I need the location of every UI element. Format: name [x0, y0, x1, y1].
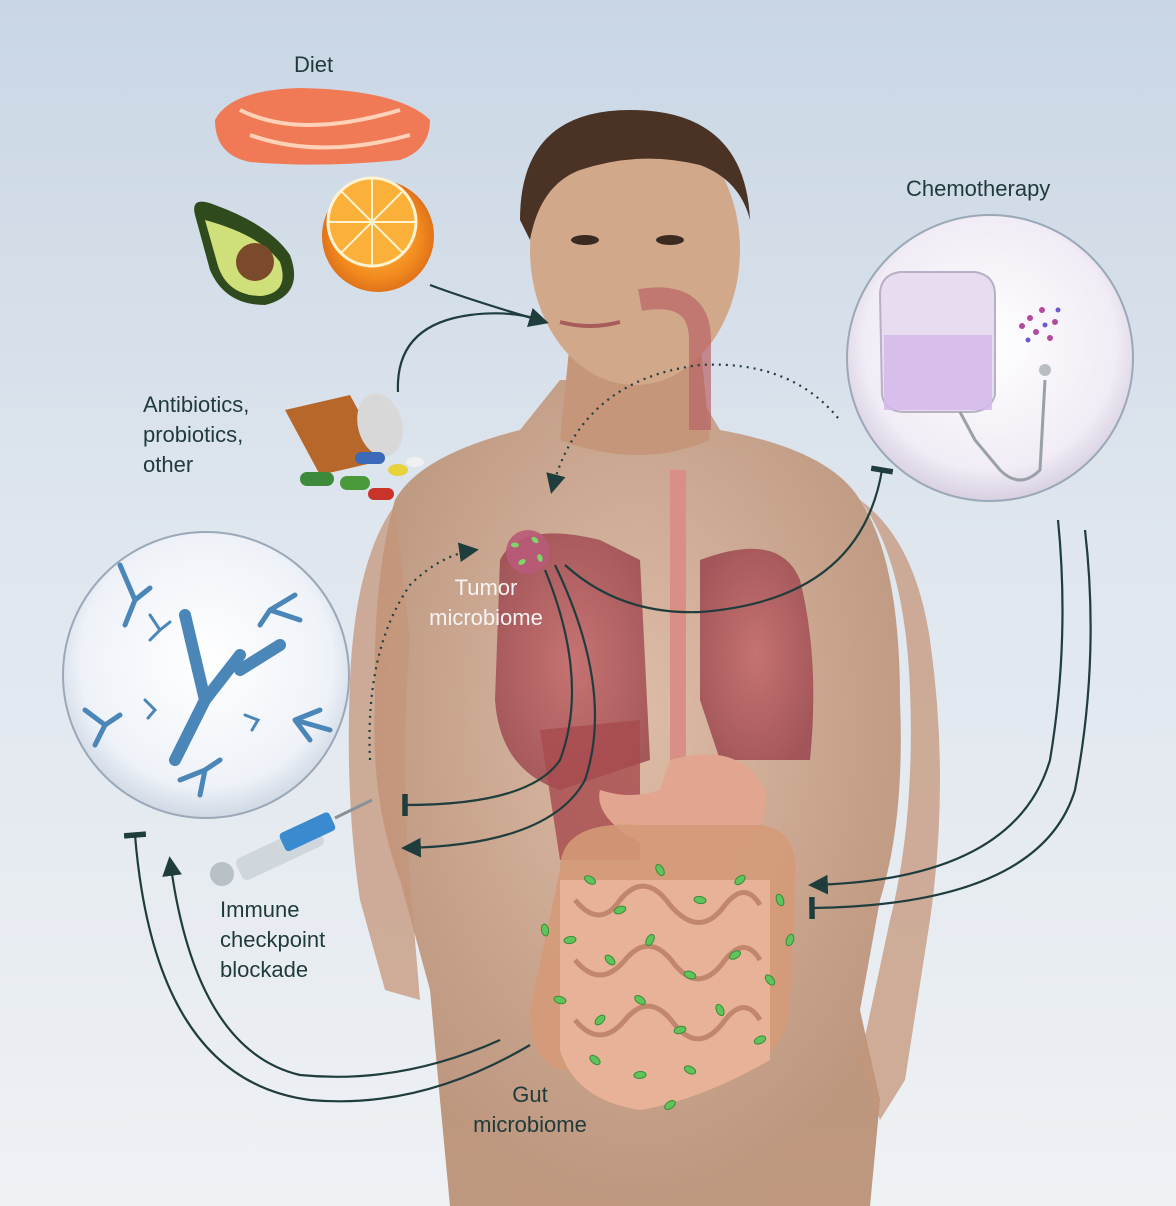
- gut-microbiome-label: Gut microbiome: [460, 1080, 600, 1140]
- diet-label: Diet: [294, 50, 333, 80]
- antibiotics-label-line-1: Antibiotics,: [143, 390, 249, 420]
- immune-checkpoint-label: Immune checkpoint blockade: [220, 895, 325, 985]
- pill-bottle-icon: [285, 388, 410, 475]
- salmon-fillet-icon: [215, 88, 430, 165]
- immune-checkpoint-label-line-3: blockade: [220, 955, 325, 985]
- chemotherapy-bubble: [847, 215, 1133, 501]
- avocado-icon: [194, 202, 294, 305]
- antibiotics-label: Antibiotics, probiotics, other: [143, 390, 249, 480]
- orange-half-icon: [322, 178, 434, 292]
- tumor-microbiome-label-line-1: Tumor: [416, 573, 556, 603]
- immune-checkpoint-label-line-2: checkpoint: [220, 925, 325, 955]
- immune-checkpoint-label-line-1: Immune: [220, 895, 325, 925]
- human-body: [349, 110, 940, 1206]
- tumor-microbiome-label-line-2: microbiome: [416, 603, 556, 633]
- chemotherapy-label: Chemotherapy: [906, 174, 1050, 204]
- antibiotics-label-line-2: probiotics,: [143, 420, 249, 450]
- antibiotics-label-line-3: other: [143, 450, 249, 480]
- tumor-microbiome-label: Tumor microbiome: [416, 573, 556, 633]
- gut-microbiome-label-line-1: Gut: [460, 1080, 600, 1110]
- gut-microbiome-label-line-2: microbiome: [460, 1110, 600, 1140]
- antibody-bubble: [63, 532, 349, 818]
